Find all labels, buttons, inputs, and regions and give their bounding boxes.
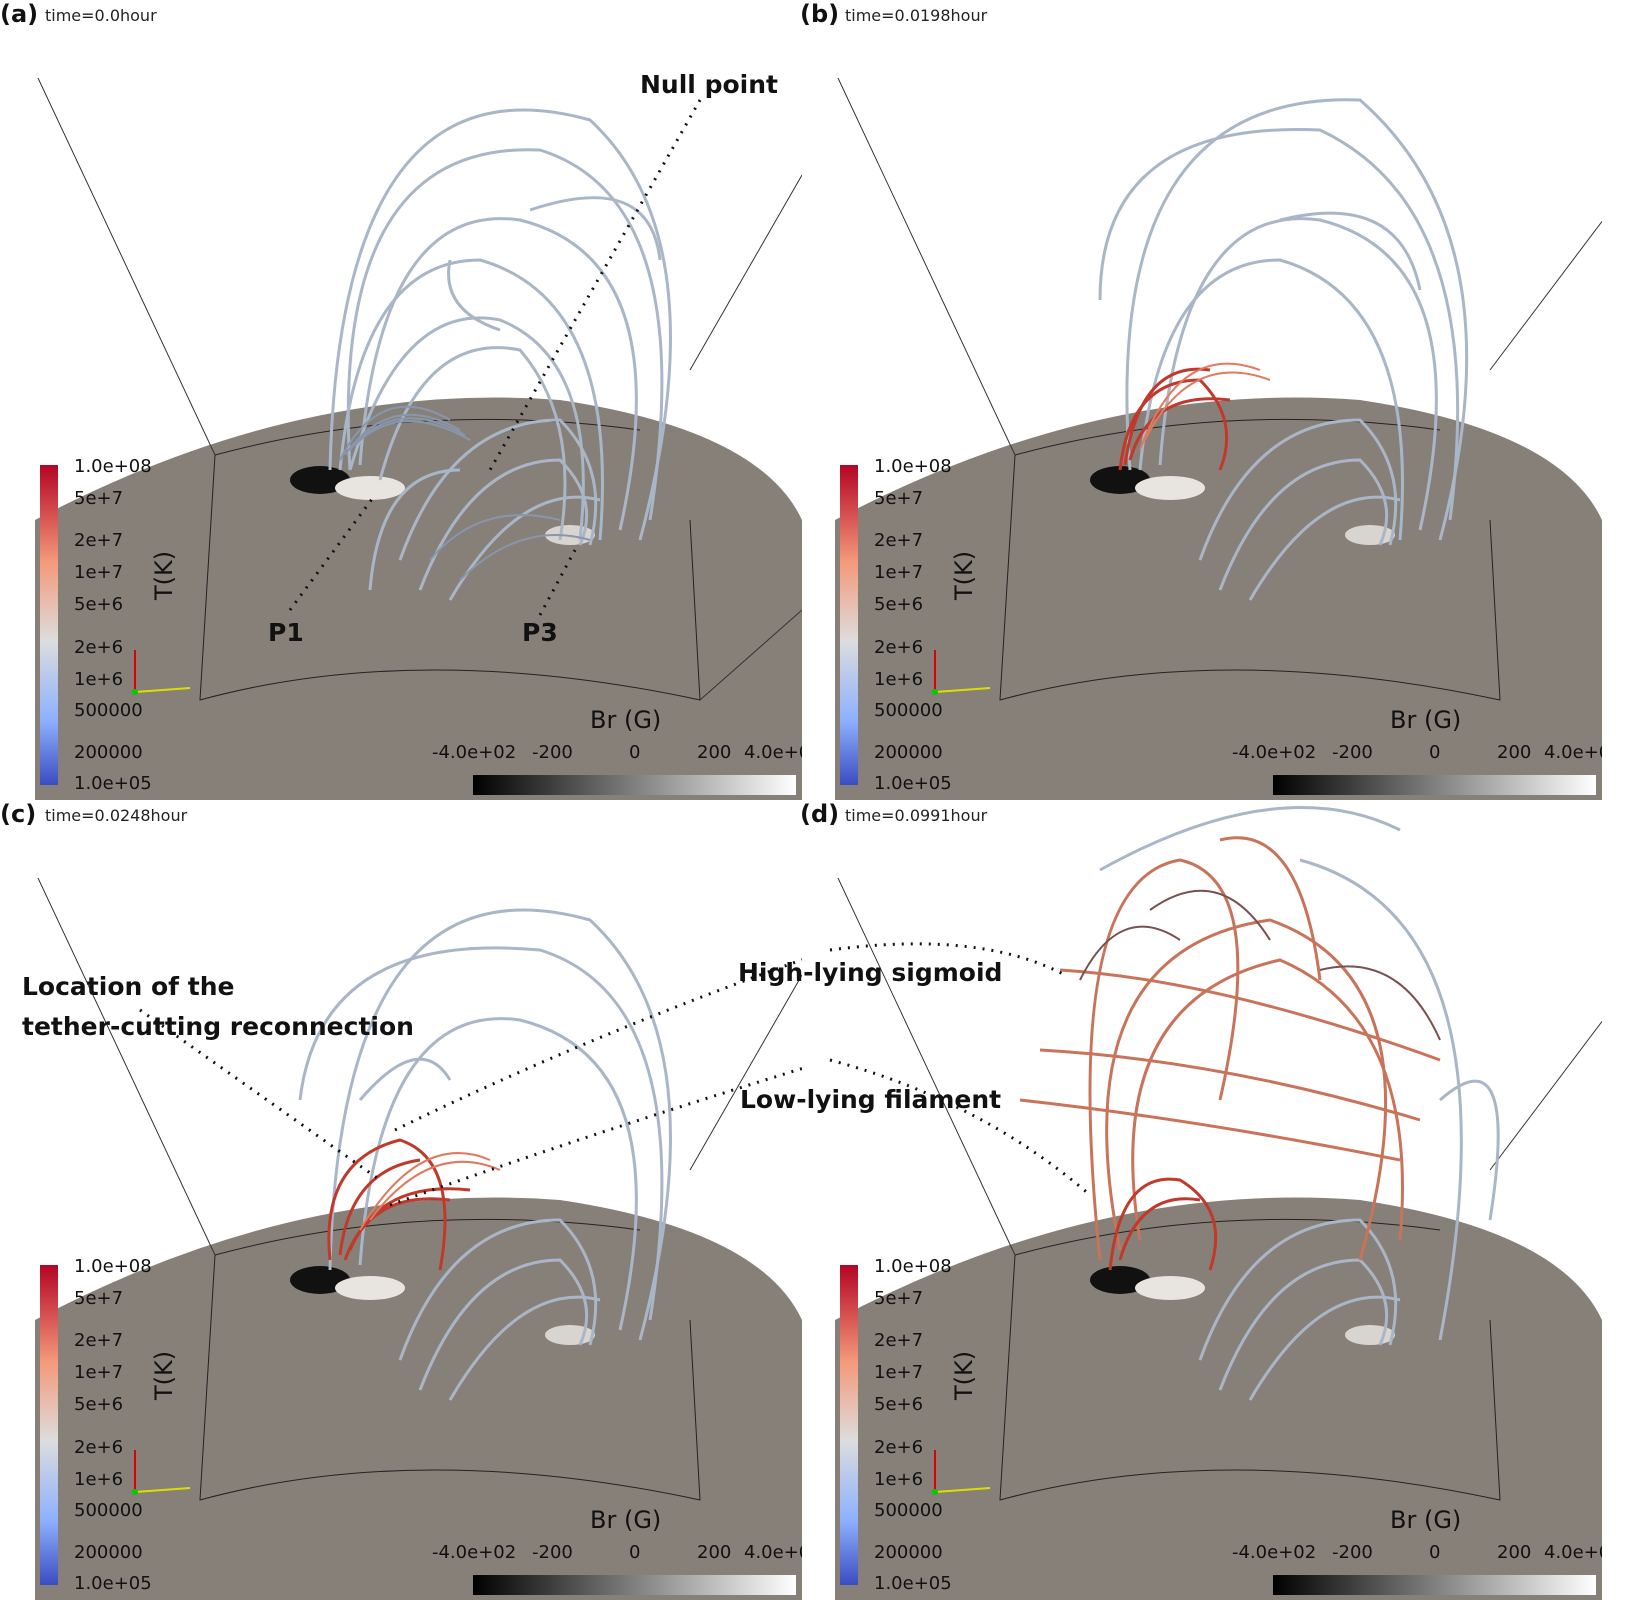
t-tick: 5e+6 [74, 1394, 124, 1415]
t-tick: 500000 [874, 700, 943, 721]
br-axis-title: Br (G) [1390, 706, 1462, 734]
br-colorbar [473, 1575, 796, 1595]
time-label: time=0.0248hour [45, 806, 188, 825]
br-tick: -200 [532, 1542, 573, 1563]
panel-label: (d) [800, 800, 840, 828]
br-axis-title: Br (G) [590, 706, 662, 734]
br-tick: 4.0e+02 [1544, 742, 1602, 763]
t-tick: 1e+7 [874, 562, 924, 583]
br-tick: -4.0e+02 [1232, 1542, 1317, 1563]
null-point-label: Null point [640, 70, 778, 99]
t-tick: 2e+7 [74, 1330, 124, 1351]
br-tick: 0 [629, 1542, 641, 1563]
t-tick: 2e+7 [874, 530, 924, 551]
panel-b: (b) time=0.0198hour T(K) Br (G) 1.0e+08 … [800, 0, 1602, 800]
br-tick: -200 [1332, 742, 1373, 763]
br-tick: 200 [1497, 742, 1532, 763]
field-line-render-a [35, 77, 802, 800]
br-tick: -4.0e+02 [432, 1542, 517, 1563]
t-tick: 200000 [874, 742, 943, 763]
t-tick: 1.0e+08 [74, 1256, 152, 1277]
br-tick: -200 [532, 742, 573, 763]
tether-cutting-label-line2: tether-cutting reconnection [22, 1012, 414, 1041]
t-tick: 500000 [74, 1500, 143, 1521]
t-axis-title: T(K) [950, 550, 978, 600]
temperature-colorbar [840, 465, 858, 785]
temperature-colorbar [40, 1265, 58, 1585]
br-tick: 4.0e+02 [744, 742, 802, 763]
t-tick: 2e+6 [74, 637, 124, 658]
br-colorbar [1273, 1575, 1596, 1595]
time-label: time=0.0198hour [845, 6, 988, 25]
t-tick: 200000 [74, 1542, 143, 1563]
panel-d: (d) time=0.0991hour T(K) Br (G) 1.0e+08 … [800, 800, 1602, 1600]
p1-label: P1 [268, 618, 304, 647]
t-tick: 1e+7 [74, 562, 124, 583]
p3-label: P3 [522, 618, 558, 647]
time-label: time=0.0hour [45, 6, 157, 25]
t-tick: 5e+7 [874, 488, 924, 509]
br-colorbar [473, 775, 796, 795]
br-axis-title: Br (G) [590, 1506, 662, 1534]
t-tick: 1e+6 [874, 669, 924, 690]
t-tick: 1e+7 [74, 1362, 124, 1383]
t-tick: 5e+6 [74, 594, 124, 615]
field-line-render-b [835, 77, 1602, 800]
br-tick: 200 [697, 1542, 732, 1563]
br-tick: 0 [629, 742, 641, 763]
t-tick: 1.0e+05 [74, 773, 152, 794]
br-colorbar [1273, 775, 1596, 795]
br-tick: 4.0e+02 [1544, 1542, 1602, 1563]
t-tick: 5e+6 [874, 594, 924, 615]
t-tick: 500000 [874, 1500, 943, 1521]
t-axis-title: T(K) [150, 1350, 178, 1400]
t-tick: 2e+6 [874, 1437, 924, 1458]
panel-label: (b) [800, 0, 840, 28]
t-tick: 5e+6 [874, 1394, 924, 1415]
t-tick: 5e+7 [874, 1288, 924, 1309]
temperature-colorbar [840, 1265, 858, 1585]
t-tick: 500000 [74, 700, 143, 721]
t-tick: 1.0e+05 [874, 773, 952, 794]
br-tick: -4.0e+02 [432, 742, 517, 763]
t-axis-title: T(K) [150, 550, 178, 600]
t-tick: 2e+7 [874, 1330, 924, 1351]
br-tick: 4.0e+02 [744, 1542, 802, 1563]
t-tick: 2e+6 [874, 637, 924, 658]
t-tick: 5e+7 [74, 488, 124, 509]
t-tick: 1.0e+08 [874, 1256, 952, 1277]
panel-label: (a) [0, 0, 39, 28]
high-lying-sigmoid-label: High-lying sigmoid [738, 958, 1003, 987]
field-line-render-c [35, 877, 802, 1600]
t-tick: 1.0e+08 [874, 456, 952, 477]
t-tick: 2e+6 [74, 1437, 124, 1458]
t-tick: 5e+7 [74, 1288, 124, 1309]
tether-cutting-label-line1: Location of the [22, 972, 235, 1001]
t-tick: 200000 [874, 1542, 943, 1563]
t-tick: 1.0e+08 [74, 456, 152, 477]
time-label: time=0.0991hour [845, 806, 988, 825]
t-tick: 2e+7 [74, 530, 124, 551]
br-tick: -200 [1332, 1542, 1373, 1563]
field-line-render-d [829, 806, 1602, 1600]
t-axis-title: T(K) [950, 1350, 978, 1400]
t-tick: 200000 [74, 742, 143, 763]
temperature-colorbar [40, 465, 58, 785]
br-tick: 0 [1429, 742, 1441, 763]
t-tick: 1e+7 [874, 1362, 924, 1383]
br-tick: -4.0e+02 [1232, 742, 1317, 763]
panel-label: (c) [0, 800, 37, 828]
br-axis-title: Br (G) [1390, 1506, 1462, 1534]
t-tick: 1e+6 [74, 669, 124, 690]
panel-c: (c) time=0.0248hour Location of the teth… [0, 800, 802, 1600]
t-tick: 1e+6 [874, 1469, 924, 1490]
br-tick: 0 [1429, 1542, 1441, 1563]
t-tick: 1.0e+05 [874, 1573, 952, 1594]
low-lying-filament-label: Low-lying filament [740, 1085, 1002, 1114]
br-tick: 200 [697, 742, 732, 763]
t-tick: 1e+6 [74, 1469, 124, 1490]
t-tick: 1.0e+05 [74, 1573, 152, 1594]
br-tick: 200 [1497, 1542, 1532, 1563]
panel-a: (a) time=0.0hour Null point P1 P3 T(K) B… [0, 0, 802, 800]
